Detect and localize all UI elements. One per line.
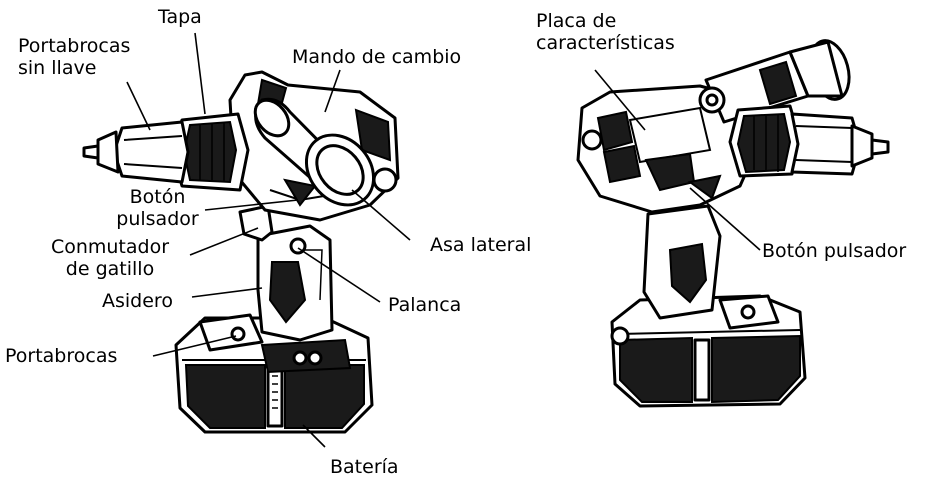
label-tapa: Tapa bbox=[158, 6, 202, 28]
label-boton-pulsador-right: Botón pulsador bbox=[762, 240, 907, 262]
label-portabrocas-sin-llave-line2: sin llave bbox=[18, 57, 97, 79]
label-portabrocas-sin-llave: Portabrocas sin llave bbox=[18, 35, 130, 79]
right-battery-illustration bbox=[610, 294, 807, 408]
leader-conmutador bbox=[189, 227, 259, 256]
leader-placa bbox=[594, 69, 646, 131]
label-boton-pulsador-left: Botón pulsador bbox=[110, 186, 205, 230]
label-conmutador-de-gatillo: Conmutador de gatillo bbox=[30, 236, 190, 280]
label-boton-pulsador-left-line2: pulsador bbox=[116, 208, 199, 230]
left-chuck-illustration bbox=[82, 112, 250, 192]
leader-asa-lateral bbox=[351, 189, 411, 241]
label-conmutador-line2: de gatillo bbox=[65, 258, 155, 280]
label-boton-pulsador-left-line1: Botón bbox=[129, 186, 186, 208]
leader-lines bbox=[126, 32, 761, 448]
label-asa-lateral: Asa lateral bbox=[430, 234, 532, 256]
leader-boton-pulsador-right bbox=[689, 187, 761, 251]
left-side-handle-illustration bbox=[253, 97, 376, 207]
label-asidero: Asidero bbox=[102, 290, 173, 312]
leader-portabrocas-sin-llave bbox=[126, 81, 151, 131]
label-mando-de-cambio: Mando de cambio bbox=[292, 46, 462, 68]
label-conmutador-line1: Conmutador bbox=[50, 236, 170, 258]
label-portabrocas-sin-llave-line1: Portabrocas bbox=[18, 35, 131, 57]
leader-boton-pulsador-left bbox=[204, 199, 299, 211]
leader-bateria bbox=[302, 424, 326, 448]
left-drill bbox=[82, 70, 400, 434]
right-chuck-illustration bbox=[728, 104, 890, 178]
label-bateria: Batería bbox=[330, 456, 399, 478]
left-battery-illustration bbox=[174, 313, 374, 434]
leader-portabrocas bbox=[152, 335, 237, 357]
label-palanca: Palanca bbox=[388, 294, 462, 316]
left-grip-illustration bbox=[256, 224, 334, 342]
leader-mando-de-cambio bbox=[324, 69, 341, 113]
right-body-illustration bbox=[576, 84, 758, 214]
leader-tapa bbox=[194, 32, 206, 115]
label-portabrocas: Portabrocas bbox=[5, 345, 118, 367]
right-drill bbox=[576, 39, 890, 408]
leader-palanca bbox=[297, 247, 381, 303]
label-placa-line1: Placa de bbox=[536, 10, 617, 32]
right-side-handle-illustration bbox=[698, 39, 851, 124]
label-placa-line2: características bbox=[536, 32, 675, 54]
right-grip-illustration bbox=[642, 204, 722, 320]
label-placa-de-caracteristicas: Placa de características bbox=[536, 10, 675, 54]
leader-asidero bbox=[191, 287, 263, 298]
